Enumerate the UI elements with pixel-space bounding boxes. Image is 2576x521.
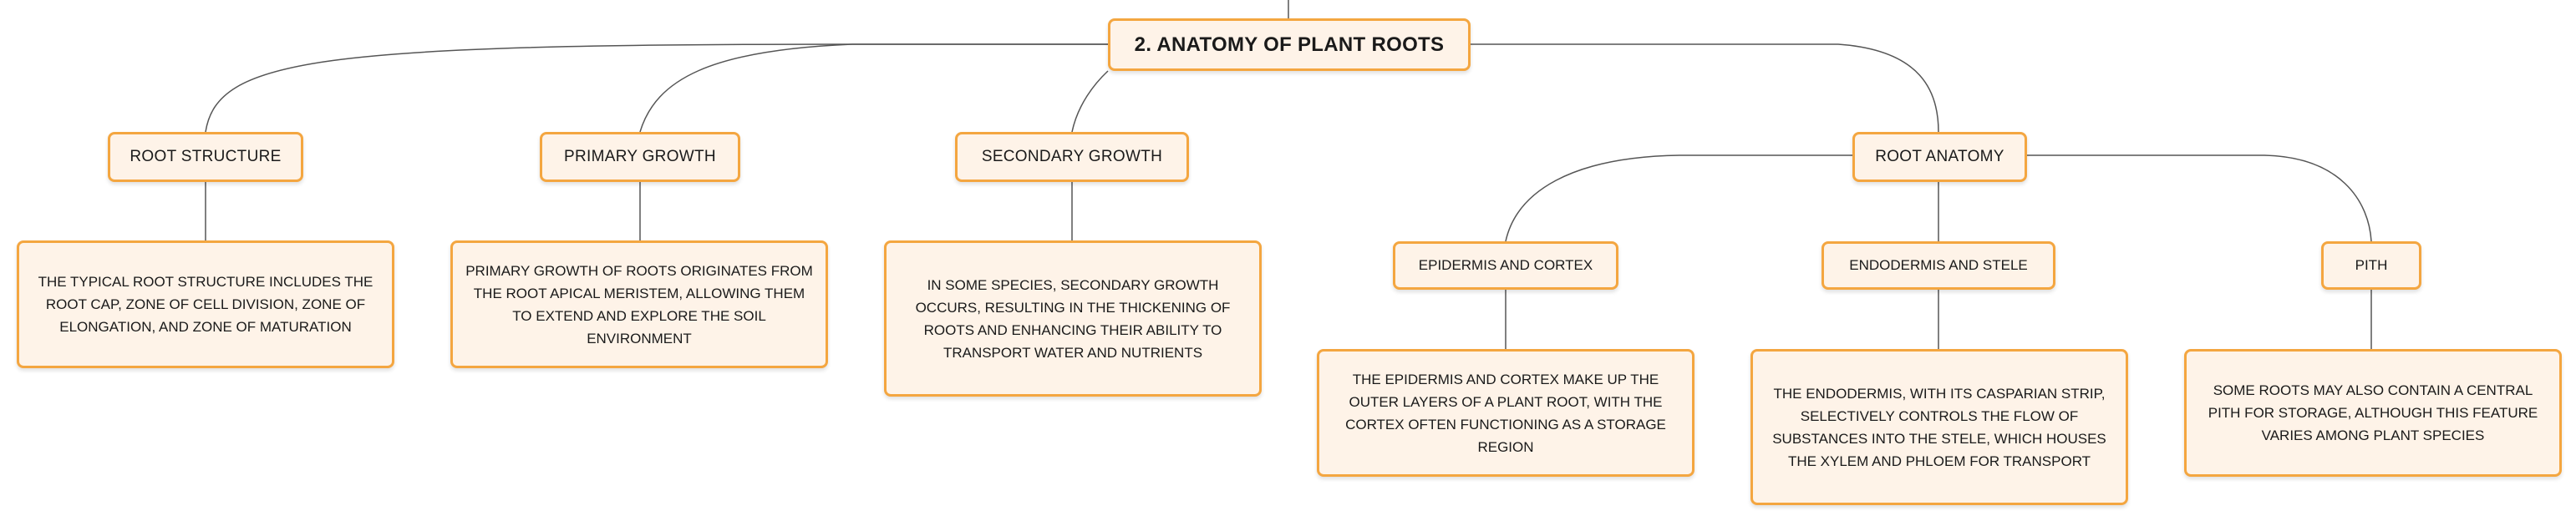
- epidermis-cortex-description[interactable]: THE EPIDERMIS AND CORTEX MAKE UP THE OUT…: [1317, 349, 1694, 477]
- pith-description[interactable]: SOME ROOTS MAY ALSO CONTAIN A CENTRAL PI…: [2184, 349, 2562, 477]
- root-structure-description[interactable]: THE TYPICAL ROOT STRUCTURE INCLUDES THE …: [17, 240, 394, 368]
- secondary-growth-node[interactable]: SECONDARY GROWTH: [955, 132, 1189, 182]
- connector-root-anatomy: [1471, 43, 1939, 133]
- epidermis-cortex-node[interactable]: EPIDERMIS AND CORTEX: [1393, 241, 1618, 290]
- root-node-title[interactable]: 2. ANATOMY OF PLANT ROOTS: [1108, 18, 1471, 71]
- endodermis-stele-description[interactable]: THE ENDODERMIS, WITH ITS CASPARIAN STRIP…: [1750, 349, 2128, 505]
- connector-secondary-growth: [1071, 70, 1109, 133]
- root-structure-node[interactable]: ROOT STRUCTURE: [108, 132, 303, 182]
- connector-pith: [2027, 154, 2372, 242]
- endodermis-stele-node[interactable]: ENDODERMIS AND STELE: [1821, 241, 2055, 290]
- primary-growth-node[interactable]: PRIMARY GROWTH: [540, 132, 740, 182]
- pith-node[interactable]: PITH: [2321, 241, 2421, 290]
- connector-primary-growth: [639, 43, 1108, 133]
- primary-growth-description[interactable]: PRIMARY GROWTH OF ROOTS ORIGINATES FROM …: [450, 240, 828, 368]
- connector-epidermis-cortex: [1505, 154, 1852, 242]
- root-anatomy-node[interactable]: ROOT ANATOMY: [1852, 132, 2027, 182]
- connector-root-structure: [205, 43, 1108, 133]
- secondary-growth-description[interactable]: IN SOME SPECIES, SECONDARY GROWTH OCCURS…: [884, 240, 1262, 397]
